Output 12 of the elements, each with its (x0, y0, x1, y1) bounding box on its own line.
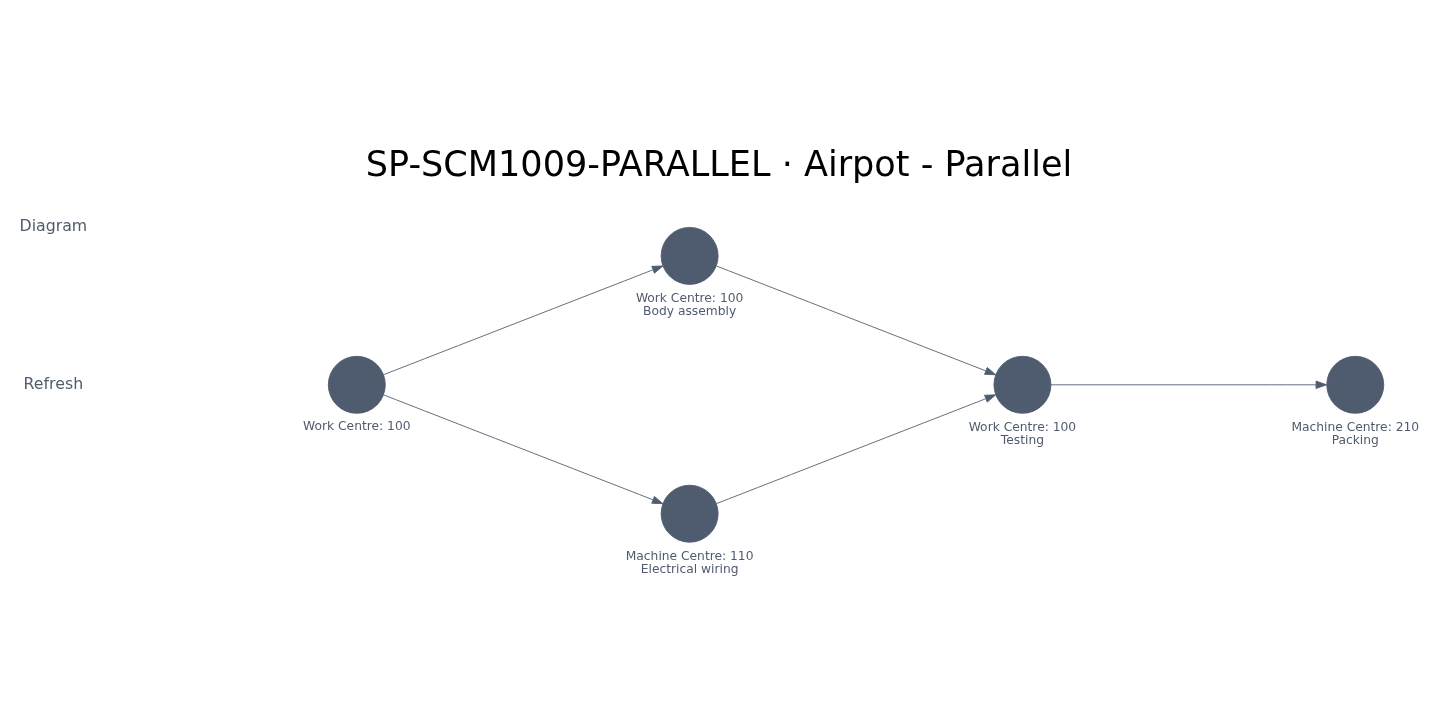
node-label: Work Centre: 100 (303, 419, 411, 434)
node-label: Electrical wiring (640, 561, 739, 576)
node-label: Packing (1331, 432, 1379, 447)
node-label: Body assembly (643, 303, 737, 318)
label: Diagram (19, 215, 88, 235)
node-label: Work Centre: 100 (968, 419, 1077, 434)
node-label: Machine Centre: 210 (1291, 419, 1420, 434)
label: Refresh (23, 373, 84, 393)
node-label: Testing (1000, 432, 1044, 447)
node-label: Machine Centre: 110 (625, 548, 754, 563)
diagram-title: SP-SCM1009-PARALLEL · Airpot - Parallel (365, 143, 1073, 185)
node-label: Work Centre: 100 (635, 290, 744, 305)
